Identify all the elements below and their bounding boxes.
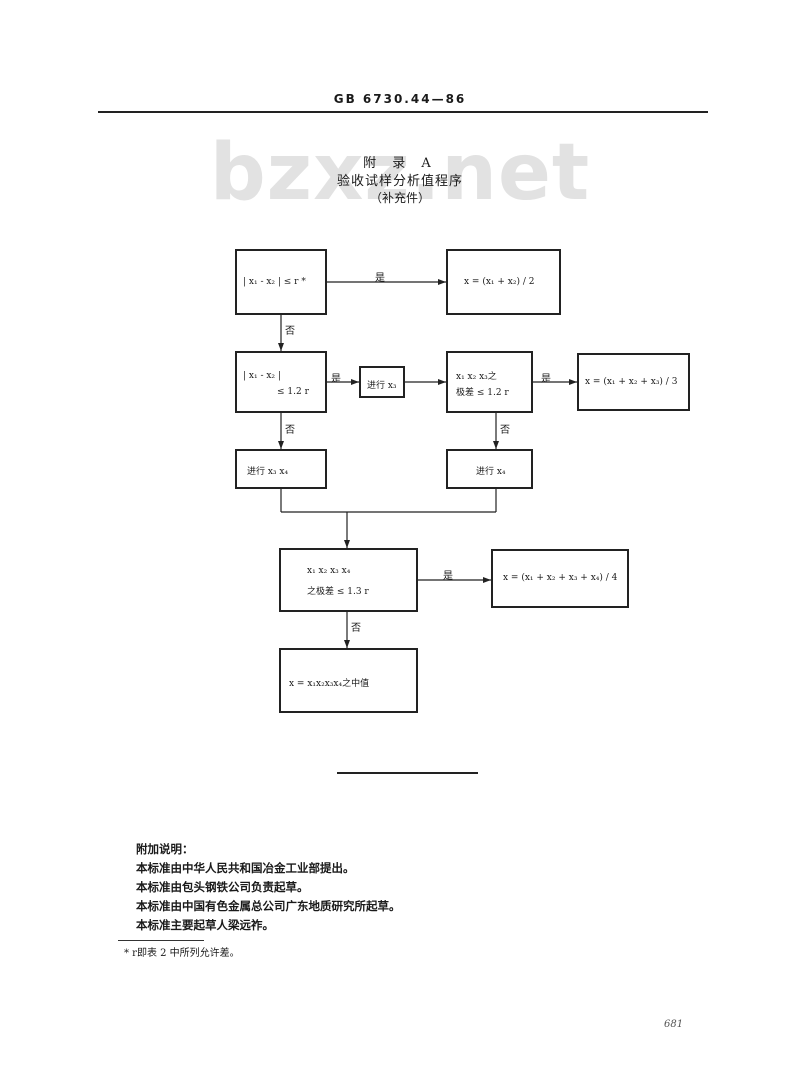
- action-box-run-x3-x4: 进行 x₃ x₄: [235, 449, 327, 489]
- no-label: 否: [351, 623, 361, 634]
- standard-number: GB 6730.44—86: [333, 92, 467, 106]
- result-box-mean-3: x = (x₁ + x₂ + x₃) / 3: [577, 353, 690, 411]
- formula-text: x = (x₁ + x₂) / 2: [464, 277, 535, 287]
- condition-text-2: 极差 ≤ 1.2 r: [456, 388, 509, 398]
- condition-box-diff-le-1-2r: | x₁ - x₂ | ≤ 1.2 r: [235, 351, 327, 413]
- formula-text: x = (x₁ + x₂ + x₃) / 3: [585, 377, 678, 387]
- condition-text-1: x₁ x₂ x₃ x₄: [307, 566, 351, 576]
- yes-label: 是: [331, 374, 341, 385]
- footnote: * r即表 2 中所列允许差。: [124, 948, 240, 959]
- condition-box-range-4: x₁ x₂ x₃ x₄ 之极差 ≤ 1.3 r: [279, 548, 418, 612]
- no-label: 否: [500, 425, 510, 436]
- no-label: 否: [285, 326, 295, 337]
- result-box-mean-4: x = (x₁ + x₂ + x₃ + x₄) / 4: [491, 549, 629, 608]
- action-text: 进行 x₃ x₄: [247, 467, 289, 477]
- notes-line: 本标准由包头钢铁公司负责起草。: [136, 880, 309, 894]
- appendix-title: 验收试样分析值程序: [336, 174, 463, 189]
- yes-label: 是: [443, 571, 453, 582]
- action-text: 进行 x₃: [367, 381, 397, 391]
- notes-line: 本标准由中国有色金属总公司广东地质研究所起草。: [136, 899, 401, 913]
- action-text: 进行 x₄: [476, 467, 506, 477]
- condition-text-1: | x₁ - x₂ |: [243, 371, 281, 381]
- notes-line: 本标准由中华人民共和国冶金工业部提出。: [136, 861, 355, 875]
- action-box-run-x4: 进行 x₄: [446, 449, 533, 489]
- notes-heading: 附加说明：: [136, 842, 194, 856]
- watermark: bzxz.net: [209, 128, 591, 218]
- formula-text: x = x₁x₂x₃x₄之中值: [289, 679, 370, 689]
- result-box-median: x = x₁x₂x₃x₄之中值: [279, 648, 418, 713]
- condition-box-diff-le-r: | x₁ - x₂ | ≤ r *: [235, 249, 327, 315]
- footnote-rule: [118, 940, 204, 941]
- yes-label: 是: [375, 273, 385, 284]
- action-box-run-x3: 进行 x₃: [359, 366, 405, 398]
- no-label: 否: [285, 425, 295, 436]
- header-rule: [98, 111, 708, 113]
- end-rule: [337, 772, 478, 774]
- page-number: 681: [664, 1019, 684, 1030]
- result-box-mean-2: x = (x₁ + x₂) / 2: [446, 249, 561, 315]
- condition-text-1: x₁ x₂ x₃之: [456, 372, 497, 382]
- condition-box-range-3: x₁ x₂ x₃之 极差 ≤ 1.2 r: [446, 351, 533, 413]
- yes-label: 是: [541, 374, 551, 385]
- appendix-note: （补充件）: [369, 191, 430, 205]
- condition-text-2: 之极差 ≤ 1.3 r: [307, 587, 369, 597]
- condition-text: | x₁ - x₂ | ≤ r *: [243, 277, 306, 287]
- additional-notes: 附加说明： 本标准由中华人民共和国冶金工业部提出。 本标准由包头钢铁公司负责起草…: [136, 840, 401, 935]
- condition-text-2: ≤ 1.2 r: [277, 387, 309, 397]
- formula-text: x = (x₁ + x₂ + x₃ + x₄) / 4: [503, 573, 618, 583]
- appendix-label: 附 录 A: [363, 156, 437, 171]
- notes-line: 本标准主要起草人梁远祚。: [136, 918, 274, 932]
